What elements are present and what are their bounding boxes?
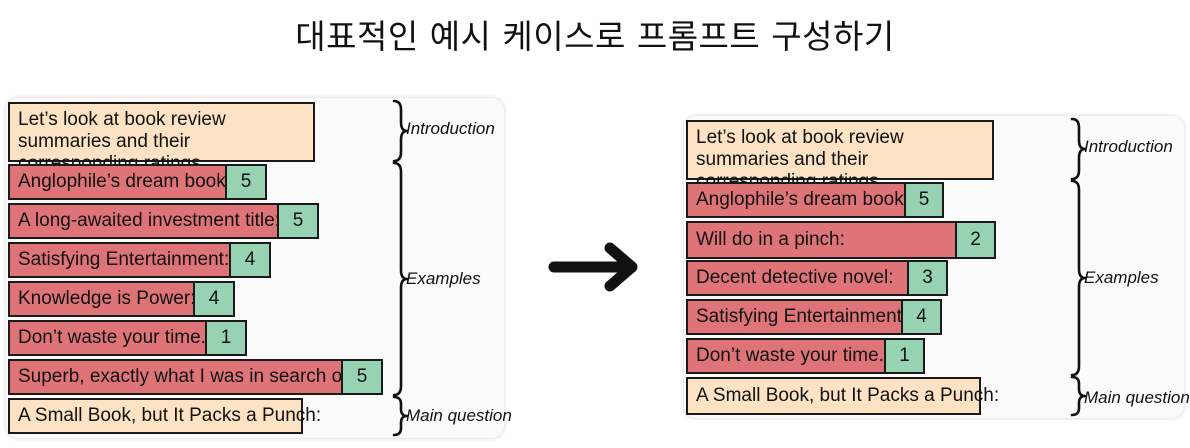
right-example-rating: 3 bbox=[907, 260, 948, 296]
left-examples-brace bbox=[392, 161, 409, 397]
left-example-rating: 1 bbox=[205, 320, 247, 356]
left-example-text: Superb, exactly what I was in search of!… bbox=[8, 359, 358, 395]
right-examples-label: Examples bbox=[1084, 268, 1159, 287]
right-main-question-box: A Small Book, but It Packs a Punch: bbox=[686, 377, 999, 415]
left-example-rating: 5 bbox=[225, 164, 267, 200]
left-example-text: Anglophile’s dream book: bbox=[8, 164, 231, 200]
right-example-text: Anglophile’s dream book: bbox=[686, 182, 909, 218]
left-example-text: Satisfying Entertainment: bbox=[8, 242, 231, 278]
right-introduction-box: Let’s look at book review summaries and … bbox=[686, 120, 994, 192]
left-introduction-box: Let’s look at book review summaries and … bbox=[8, 102, 315, 174]
right-example-text: Satisfying Entertainment: bbox=[686, 299, 907, 335]
right-arrow-icon bbox=[548, 242, 638, 292]
right-example-rating: 4 bbox=[901, 299, 942, 335]
right-example-text: Don’t waste your time.: bbox=[686, 338, 889, 374]
left-introduction-brace bbox=[392, 99, 409, 163]
left-main-question-box: A Small Book, but It Packs a Punch: bbox=[8, 398, 321, 434]
right-introduction-brace bbox=[1070, 117, 1087, 181]
left-example-text: Knowledge is Power: bbox=[8, 281, 195, 317]
left-example-text: A long-awaited investment title: bbox=[8, 203, 280, 239]
right-example-text: Decent detective novel: bbox=[686, 260, 909, 296]
left-example-rating: 5 bbox=[341, 359, 383, 395]
left-introduction-label: Introduction bbox=[406, 119, 495, 138]
left-example-text: Don’t waste your time.: bbox=[8, 320, 211, 356]
page-title: 대표적인 예시 케이스로 프롬프트 구성하기 bbox=[295, 17, 895, 56]
left-example-rating: 5 bbox=[277, 203, 319, 239]
right-example-rating: 5 bbox=[904, 182, 944, 218]
left-main-question-label: Main question bbox=[406, 406, 512, 425]
left-examples-label: Examples bbox=[406, 269, 481, 288]
right-examples-brace bbox=[1070, 179, 1087, 377]
left-main-question-brace bbox=[392, 395, 409, 437]
left-example-rating: 4 bbox=[193, 281, 235, 317]
right-main-question-label: Main question bbox=[1084, 388, 1190, 407]
right-example-text: Will do in a pinch: bbox=[686, 221, 957, 259]
right-example-rating: 2 bbox=[955, 221, 996, 259]
right-introduction-label: Introduction bbox=[1084, 137, 1173, 156]
left-example-rating: 4 bbox=[229, 242, 271, 278]
right-example-rating: 1 bbox=[884, 338, 925, 374]
right-main-question-brace bbox=[1070, 375, 1087, 417]
